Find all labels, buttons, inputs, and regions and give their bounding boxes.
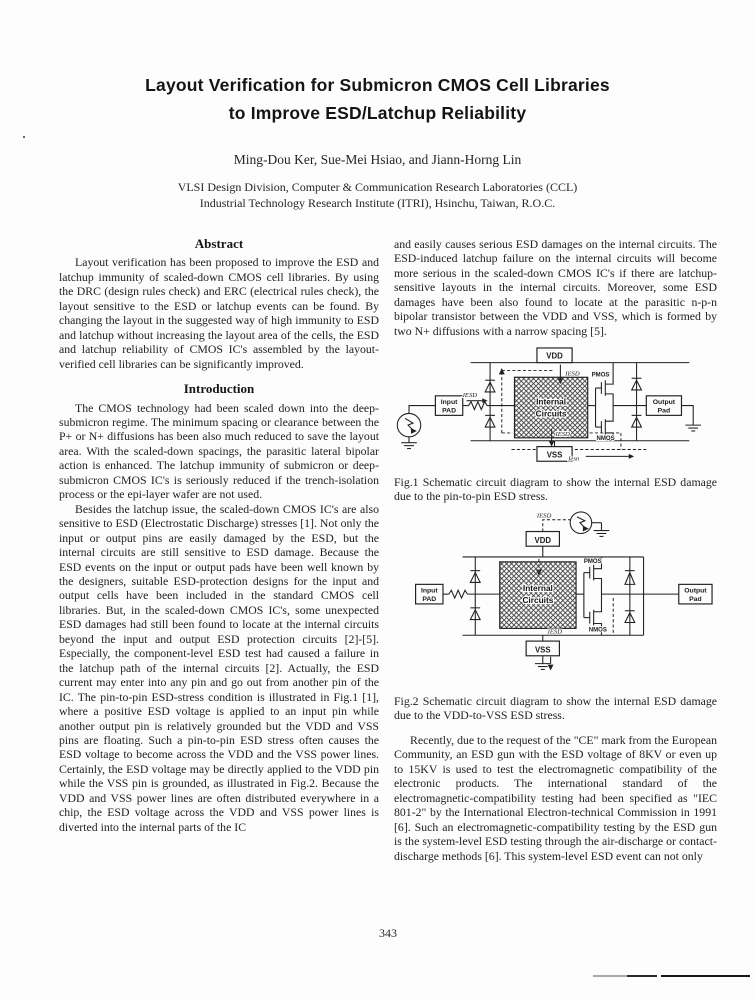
fig1-internal-label2: Circuits [536,409,567,419]
bottom-rule-gray-segment [593,975,627,977]
bottom-rule-dark-segment-2 [661,974,750,977]
right-column: and easily causes serious ESD damages on… [394,237,717,863]
pmos-transistor-icon [600,362,614,406]
fig1-vdd-box [536,347,573,364]
fig1-pmos-label: PMOS [592,372,610,378]
scan-artifact-dot [23,136,25,138]
fig1-wires [396,362,702,458]
page-number: 343 [379,926,397,940]
input-diodes-icon [484,379,496,428]
fig2-vdd-box [525,530,561,547]
fig1-output-pad-box [645,395,683,417]
paper-title-line1: Layout Verification for Submicron CMOS C… [145,75,610,95]
left-column: Abstract Layout verification has been pr… [59,236,379,834]
fig2-iesd-bottom-label: IESD [547,628,563,635]
authors: Ming-Dou Ker, Sue-Mei Hsiao, and Jiann-H… [233,152,522,167]
fig2-vdd-label: VDD [535,535,552,544]
fig2-iesd-top-label: IESD [536,512,552,519]
output-diodes-icon [630,377,643,428]
affiliation-line2: Industrial Technology Research Institute… [199,195,556,210]
fig1-nmos-label: NMOS [597,436,615,442]
ground-top-icon [593,522,610,537]
fig1-vss-box [536,446,573,463]
fig2-vss-label: VSS [535,645,551,654]
fig2-output-pad-label1: Output [684,587,707,594]
figure-1-caption: Fig.1 Schematic circuit diagram to show … [394,475,717,504]
fig1-vss-label: VSS [547,451,563,460]
esd-source-icon [396,413,422,450]
fig2-internal-label1: Internal [523,583,553,593]
fig1-internal-circuits-box [513,376,589,439]
bottom-rule-dark-segment-1 [627,974,657,977]
fig1-input-pad-label2: PAD [442,408,456,415]
pmos-transistor-icon [589,556,603,594]
fig2-vss-box [525,640,561,656]
fig2-wires [442,510,679,670]
introduction-heading: Introduction [183,381,255,397]
fig2-input-pad-label2: PAD [422,596,436,603]
abstract-paragraph: Layout verification has been proposed to… [59,255,379,371]
fig2-output-pad-label2: Pad [689,596,702,603]
fig1-internal-label1: Internal [536,397,566,407]
fig1-input-pad-box [434,395,464,417]
ground-bottom-icon [534,655,551,670]
resistor-icon [468,400,488,412]
fig1-vdd-label: VDD [546,352,563,361]
fig2-schematic: VDD VSS Input PAD Output Pad Internal Ci… [415,510,713,671]
figure-1: VDD VSS Input PAD Output Pad Internal Ci… [394,347,717,503]
fig2-input-pad-box [415,583,444,605]
fig2-internal-circuits-box [499,560,577,629]
fig1-iesd-top-label: IESD [564,370,580,377]
introduction-paragraph-1: The CMOS technology had been scaled down… [59,400,379,502]
fig1-esd-path-dashed [501,370,647,451]
fig2-pmos-label: PMOS [584,558,602,564]
abstract-heading: Abstract [194,236,244,251]
resistor-icon [448,588,468,599]
right-paragraph-2: Recently, due to the request of the "CE"… [394,732,717,863]
fig1-input-pad-label1: Input [441,399,458,406]
introduction-paragraph-2: Besides the latchup issue, the scaled-do… [59,501,379,834]
fig2-nmos-label: NMOS [589,627,607,633]
fig1-output-pad-label2: Pad [658,408,671,415]
affiliation: VLSI Design Division, Computer & Communi… [0,180,755,211]
affiliation-line1: VLSI Design Division, Computer & Communi… [177,180,578,194]
output-diodes-icon [624,569,636,623]
paper-title-line2: to Improve ESD/Latchup Reliability [228,102,527,123]
paper-title: Layout Verification for Submicron CMOS C… [0,72,755,127]
fig2-input-pad-label1: Input [421,587,438,594]
ground-right-icon [685,424,702,432]
fig1-schematic: VDD VSS Input PAD Output Pad Internal Ci… [396,347,702,463]
fig2-output-pad-box [678,583,713,605]
fig2-internal-label2: Circuits [522,595,553,605]
fig1-iesd-input-label: IESD [462,392,478,399]
input-diodes-icon [469,569,482,620]
figure-2-caption: Fig.2 Schematic circuit diagram to show … [394,693,717,722]
figure-2: VDD VSS Input PAD Output Pad Internal Ci… [394,510,717,722]
nmos-transistor-icon [589,593,603,635]
fig1-iesn-label: Iesn [567,455,580,462]
right-paragraph-1: and easily causes serious ESD damages on… [394,237,717,338]
esd-source-icon [569,510,593,534]
fig1-iesd-bottom-label: IESD [555,431,571,438]
fig1-output-pad-label1: Output [653,399,676,406]
